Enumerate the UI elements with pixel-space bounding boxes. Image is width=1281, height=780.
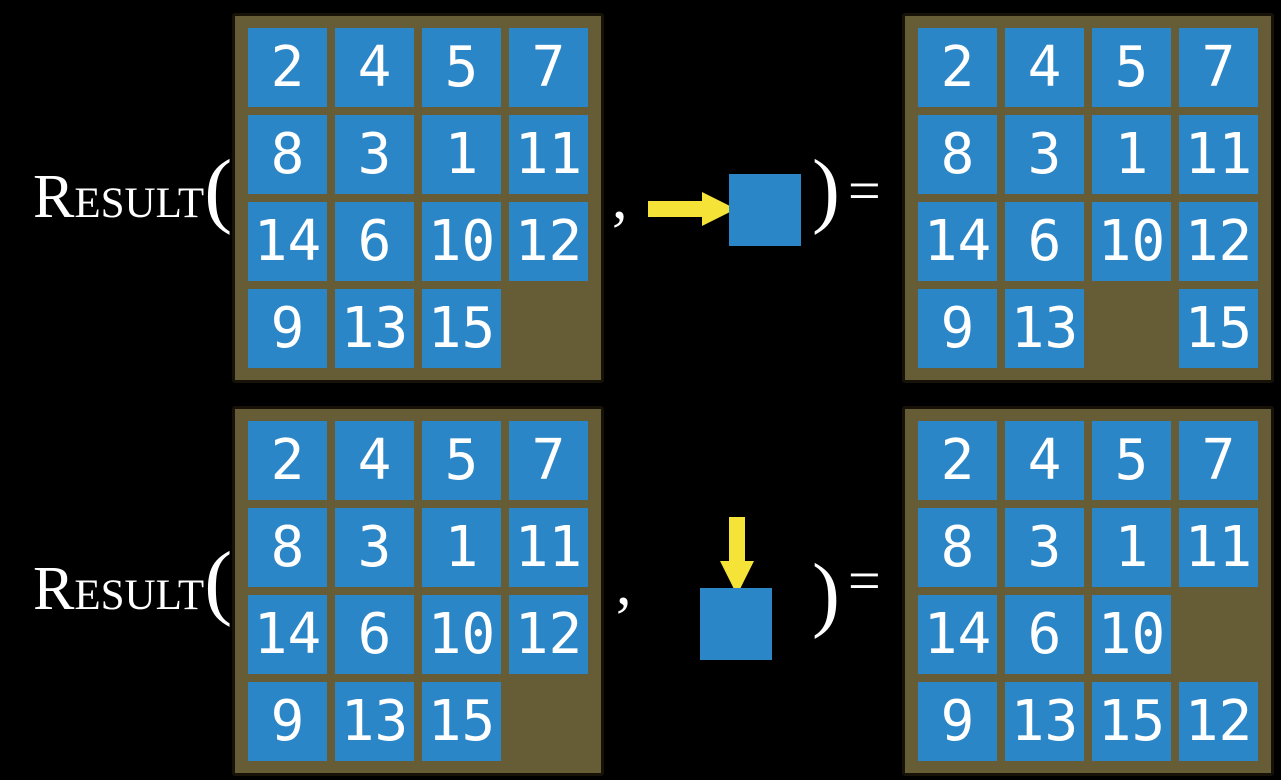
- tile-4: 4: [335, 28, 414, 107]
- comma: ,: [616, 550, 632, 618]
- tile-4: 4: [1005, 28, 1084, 107]
- tile-7: 7: [1179, 28, 1258, 107]
- tile-11: 11: [1179, 508, 1258, 587]
- tile-1: 1: [422, 508, 501, 587]
- tile-8: 8: [918, 508, 997, 587]
- tile-6: 6: [335, 202, 414, 281]
- empty-cell: [1092, 289, 1171, 368]
- function-label: Result (: [33, 540, 232, 624]
- tile-4: 4: [335, 421, 414, 500]
- tile-11: 11: [1179, 115, 1258, 194]
- moving-tile-square: [729, 174, 801, 246]
- tile-2: 2: [248, 421, 327, 500]
- function-name: Result: [33, 555, 205, 623]
- tile-5: 5: [422, 421, 501, 500]
- tile-5: 5: [1092, 28, 1171, 107]
- tile-12: 12: [509, 202, 588, 281]
- tile-7: 7: [1179, 421, 1258, 500]
- tile-12: 12: [1179, 202, 1258, 281]
- tile-11: 11: [509, 115, 588, 194]
- empty-cell: [509, 289, 588, 368]
- tile-10: 10: [422, 595, 501, 674]
- open-paren: (: [204, 535, 233, 628]
- moving-tile-square: [700, 588, 772, 660]
- tile-8: 8: [248, 115, 327, 194]
- tile-5: 5: [422, 28, 501, 107]
- tile-3: 3: [1005, 115, 1084, 194]
- tile-10: 10: [422, 202, 501, 281]
- function-label: Result (: [33, 148, 232, 232]
- tile-15: 15: [422, 289, 501, 368]
- tile-14: 14: [248, 595, 327, 674]
- tile-14: 14: [248, 202, 327, 281]
- tile-6: 6: [1005, 202, 1084, 281]
- tile-15: 15: [1179, 289, 1258, 368]
- equals-sign: =: [848, 158, 881, 223]
- empty-cell: [509, 682, 588, 761]
- tile-2: 2: [248, 28, 327, 107]
- tile-3: 3: [335, 115, 414, 194]
- tile-13: 13: [1005, 289, 1084, 368]
- tile-15: 15: [422, 682, 501, 761]
- tile-13: 13: [335, 289, 414, 368]
- tile-7: 7: [509, 421, 588, 500]
- tile-13: 13: [335, 682, 414, 761]
- tile-6: 6: [335, 595, 414, 674]
- equals-sign: =: [848, 548, 881, 613]
- tile-6: 6: [1005, 595, 1084, 674]
- tile-10: 10: [1092, 595, 1171, 674]
- tile-9: 9: [248, 289, 327, 368]
- close-paren: ): [812, 547, 840, 640]
- empty-cell: [1179, 595, 1258, 674]
- tile-10: 10: [1092, 202, 1171, 281]
- open-paren: (: [204, 143, 233, 236]
- tile-3: 3: [335, 508, 414, 587]
- tile-4: 4: [1005, 421, 1084, 500]
- tile-14: 14: [918, 595, 997, 674]
- tile-13: 13: [1005, 682, 1084, 761]
- arrow-right-icon: [648, 192, 736, 226]
- tile-9: 9: [248, 682, 327, 761]
- tile-1: 1: [1092, 115, 1171, 194]
- function-name: Result: [33, 163, 205, 231]
- comma: ,: [612, 164, 628, 232]
- tile-1: 1: [1092, 508, 1171, 587]
- tile-7: 7: [509, 28, 588, 107]
- tile-8: 8: [248, 508, 327, 587]
- tile-1: 1: [422, 115, 501, 194]
- tile-11: 11: [509, 508, 588, 587]
- arrow-down-icon: [720, 517, 754, 595]
- tile-8: 8: [918, 115, 997, 194]
- tile-2: 2: [918, 421, 997, 500]
- tile-9: 9: [918, 289, 997, 368]
- tile-14: 14: [918, 202, 997, 281]
- close-paren: ): [812, 143, 840, 236]
- tile-2: 2: [918, 28, 997, 107]
- tile-15: 15: [1092, 682, 1171, 761]
- tile-5: 5: [1092, 421, 1171, 500]
- tile-9: 9: [918, 682, 997, 761]
- tile-12: 12: [509, 595, 588, 674]
- tile-12: 12: [1179, 682, 1258, 761]
- tile-3: 3: [1005, 508, 1084, 587]
